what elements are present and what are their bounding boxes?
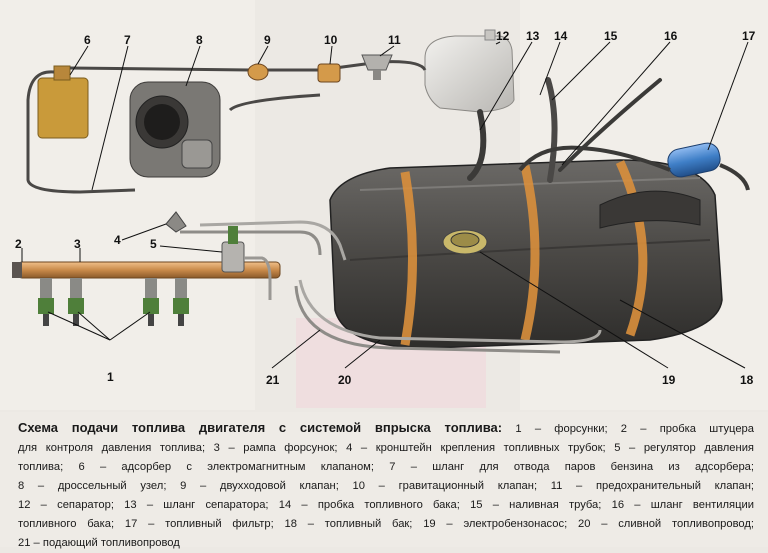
filler-pipe — [545, 77, 558, 183]
callout-13: 13 — [526, 29, 540, 43]
caption-line-4: 8 – дроссельный узел; 9 – двухходовой кл… — [18, 480, 754, 492]
injector — [143, 278, 159, 326]
injectors — [38, 278, 189, 326]
callout-12: 12 — [496, 29, 510, 43]
callout-19: 19 — [662, 373, 676, 387]
fuel-filter — [518, 142, 750, 191]
fuel-tank — [329, 159, 723, 349]
injector — [173, 278, 189, 326]
caption-line-1: Схема подачи топлива двигателя с системо… — [18, 418, 754, 439]
callout-3: 3 — [74, 237, 81, 251]
vent-hose — [558, 78, 662, 172]
two-way-valve — [247, 63, 269, 81]
callout-4: 4 — [114, 233, 121, 247]
separator — [424, 29, 515, 113]
callout-1: 1 — [107, 370, 114, 384]
callout-11: 11 — [388, 33, 401, 47]
caption-line-5: 12 – сепаратор; 13 – шланг сепаратора; 1… — [18, 499, 754, 511]
callout-14: 14 — [554, 29, 568, 43]
callout-10: 10 — [324, 33, 338, 47]
fuel-lines — [180, 220, 602, 354]
pressure-regulator — [221, 226, 272, 300]
callout-7: 7 — [124, 33, 131, 47]
callout-18: 18 — [740, 373, 754, 387]
injector — [38, 278, 54, 326]
caption-line-7: 21 – подающий топливопровод — [18, 537, 180, 549]
injector — [68, 278, 84, 326]
callout-21: 21 — [266, 373, 280, 387]
callout-20: 20 — [338, 373, 352, 387]
return-line — [294, 285, 561, 354]
adsorber — [37, 65, 89, 139]
callout-6: 6 — [84, 33, 91, 47]
caption-line-1-text: 1 – форсунки; 2 – пробка штуцера — [502, 423, 754, 435]
callout-16: 16 — [664, 29, 678, 43]
callout-17: 17 — [742, 29, 756, 43]
vapor-hose — [26, 70, 136, 194]
fuel-system-diagram: 1 2 3 4 5 6 7 8 9 10 11 12 13 14 15 16 1… — [12, 29, 756, 387]
caption-line-3: топлива; 6 – адсорбер с электромагнитным… — [18, 461, 754, 473]
tank-hoses — [467, 77, 662, 183]
callout-5: 5 — [150, 237, 157, 251]
callout-labels: 1 2 3 4 5 6 7 8 9 10 11 12 13 14 15 16 1… — [15, 29, 756, 387]
gravity-valve — [317, 63, 341, 83]
electric-fuel-pump — [442, 229, 488, 255]
figure-caption: Схема подачи топлива двигателя с системо… — [0, 412, 768, 549]
throttle-body — [129, 81, 221, 178]
separator-hose — [467, 109, 487, 181]
supply-line — [298, 279, 602, 344]
caption-title: Схема подачи топлива двигателя с системо… — [18, 420, 503, 435]
bracket-line — [199, 220, 347, 261]
leader-lines — [21, 41, 749, 369]
callout-15: 15 — [604, 29, 618, 43]
test-port-plug — [12, 262, 22, 278]
safety-valve — [361, 54, 393, 80]
caption-line-6: топливного бака; 17 – топливный фильтр; … — [18, 518, 754, 530]
fuel-injector-rail — [12, 261, 281, 279]
callout-9: 9 — [264, 33, 271, 47]
caption-line-2: для контроля давления топлива; 3 – рампа… — [18, 442, 754, 454]
callout-8: 8 — [196, 33, 203, 47]
fuel-line-bracket — [165, 211, 187, 233]
callout-2: 2 — [15, 237, 22, 251]
